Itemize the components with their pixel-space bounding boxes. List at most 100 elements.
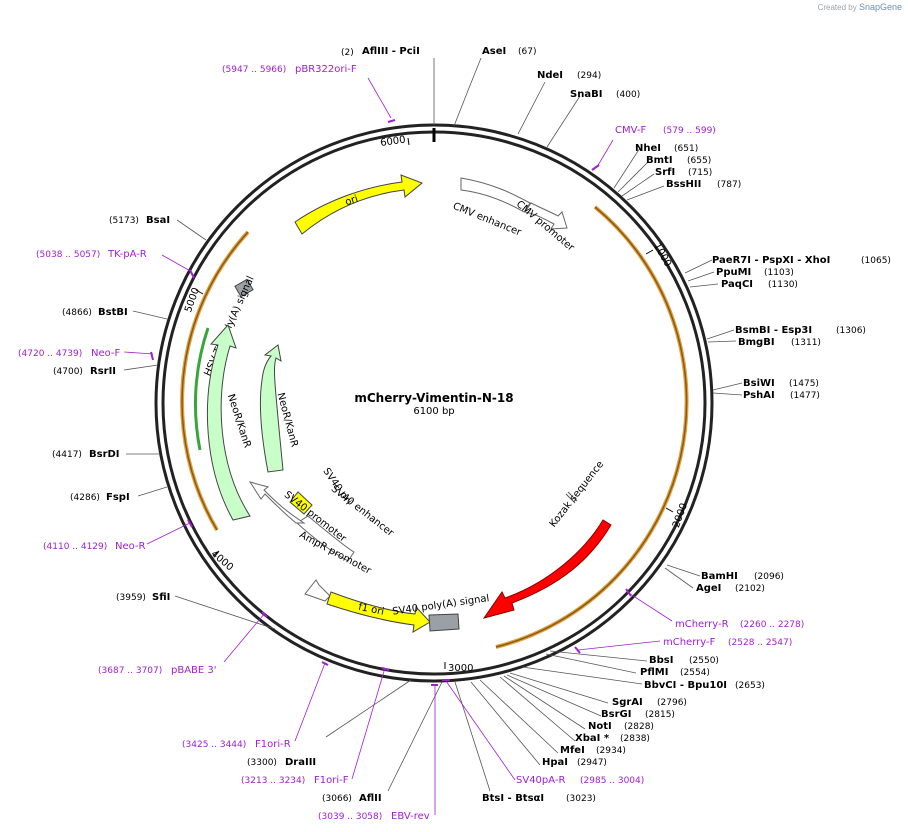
enzyme-bsrGI: BsrGI [601, 709, 631, 720]
enzyme-bsmBI-esp3I: BsmBI - Esp3I [735, 325, 812, 336]
enzyme-bsiWI: BsiWI [743, 378, 775, 389]
feature-ori [294, 174, 423, 235]
enzyme-ndeI: NdeI [537, 70, 563, 81]
primer-pos-mcherry-f: (2528 .. 2547) [728, 638, 792, 648]
enzyme-pos-bsrDI: (4417) [52, 450, 82, 460]
enzyme-xhoI: PaeR7I - PspXI - XhoI [712, 255, 830, 266]
feature-mcherry [482, 519, 612, 619]
enzyme-ageI: AgeI [696, 583, 721, 594]
primer-pos-pbabe3: (3687 .. 3707) [98, 666, 162, 676]
enzyme-pos-xhoI: (1065) [861, 256, 891, 266]
enzyme-bmtI: BmtI [646, 155, 673, 166]
enzyme-btsI: BtsI - BtsαI [482, 793, 544, 804]
enzyme-pos-sfiI: (3959) [116, 593, 146, 603]
primer-ebv-rev: EBV-rev [391, 811, 430, 822]
enzyme-sgrAI: SgrAI [612, 697, 643, 708]
feature-label-cmv-promoter: CMV promoter [514, 199, 577, 254]
enzyme-pos-ageI: (2102) [735, 584, 765, 594]
primer-pos-neo-f: (4720 .. 4739) [18, 349, 82, 359]
enzyme-pos-bsiWI: (1475) [789, 379, 819, 389]
enzyme-pos-snaBI: (400) [616, 90, 640, 100]
enzyme-rsrII: RsrII [90, 366, 116, 377]
enzyme-pos-bmtI: (655) [687, 156, 711, 166]
enzyme-pos-bsaI: (5173) [109, 216, 139, 226]
primer-pos-pbr322ori-f: (5947 .. 5966) [222, 65, 286, 75]
enzyme-pos-rsrII: (4700) [53, 367, 83, 377]
enzyme-pos-bssHII: (787) [717, 180, 741, 190]
primer-cmv-f: CMV-F [615, 125, 646, 136]
primer-pos-ebv-rev: (3039 .. 3058) [318, 812, 382, 822]
feature-neor-inner [259, 344, 284, 473]
neo-orf-arc [193, 327, 210, 451]
enzyme-pshAI: PshAI [743, 390, 775, 401]
primer-pos-f1ori-r: (3425 .. 3444) [182, 740, 246, 750]
enzyme-pos-xbaI: (2838) [620, 734, 650, 744]
enzyme-pos-nheI: (651) [674, 144, 698, 154]
feature-label-sv40-polya: SV40 poly(A) signal [392, 593, 490, 617]
primer-tk-pa-r: TK-pA-R [107, 249, 147, 260]
enzyme-bsaI: BsaI [146, 215, 170, 226]
feature-label-ori: ori [344, 194, 360, 208]
enzyme-paqCI: PaqCI [721, 279, 753, 290]
enzyme-pos-notI: (2828) [624, 722, 654, 732]
enzyme-pos-fspI: (4286) [70, 493, 100, 503]
tick-3000: 3000 [448, 663, 473, 674]
enzyme-pos-paqCI: (1130) [768, 280, 798, 290]
orf-arc-right [495, 205, 689, 649]
enzyme-aseI: AseI [482, 46, 506, 57]
enzyme-labels: (2) AflIII - PciI AseI (67) NdeI (294) S… [52, 46, 891, 804]
enzyme-pos-ndeI: (294) [577, 71, 601, 81]
enzyme-pos-ppuMI: (1103) [764, 268, 794, 278]
enzyme-draIII: DraIII [285, 757, 316, 768]
enzyme-pos-pshAI: (1477) [790, 391, 820, 401]
enzyme-pos-pflMI: (2554) [680, 668, 710, 678]
enzyme-bbvCI-bpu10I: BbvCI - Bpu10I [644, 680, 727, 691]
enzyme-bsrDI: BsrDI [89, 449, 120, 460]
primer-neo-f: Neo-F [91, 348, 121, 359]
enzyme-nheI: NheI [635, 143, 661, 154]
tick-6000: 6000 [380, 135, 407, 149]
enzyme-pos-srfI: (715) [688, 168, 712, 178]
enzyme-pos-bstBI: (4866) [62, 308, 92, 318]
feature-sv40-promoter [296, 515, 355, 562]
enzyme-pos-bmgBI: (1311) [791, 338, 821, 348]
enzyme-pos-aflII: (3066) [322, 794, 352, 804]
snapgene-brand: SnapGene [858, 2, 902, 12]
primer-pos-cmv-f: (579 .. 599) [663, 126, 716, 136]
enzyme-fspI: FspI [106, 492, 130, 503]
enzyme-pos-bsmBI-esp3I: (1306) [836, 326, 866, 336]
enzyme-pos-btsI: (3023) [566, 794, 596, 804]
plasmid-size: 6100 bp [413, 406, 454, 417]
enzyme-pos-bbvCI-bpu10I: (2653) [735, 681, 765, 691]
feature-ampr-promoter [248, 481, 306, 524]
feature-hsv-tk-polya [234, 278, 254, 298]
feature-neor-outer [207, 324, 251, 521]
enzyme-ppuMI: PpuMI [716, 267, 751, 278]
primer-pos-tk-pa-r: (5038 .. 5057) [36, 250, 100, 260]
enzyme-bamHI: BamHI [701, 571, 738, 582]
enzyme-pos-bsrGI: (2815) [645, 710, 675, 720]
enzyme-hpaI: HpaI [542, 757, 568, 768]
feature-sv40-ori [289, 491, 313, 515]
enzyme-pos-bamHI: (2096) [754, 572, 784, 582]
primer-pos-neo-r: (4110 .. 4129) [43, 542, 107, 552]
primer-pbr322ori-f: pBR322ori-F [295, 64, 357, 75]
primer-pos-f1ori-f: (3213 .. 3234) [241, 776, 305, 786]
feature-sv40-polya [428, 613, 460, 632]
enzyme-srfI: SrfI [655, 167, 675, 178]
feature-label-neor-outer: NeoR/KanR [225, 393, 253, 450]
enzyme-pos-mfeI: (2934) [596, 746, 626, 756]
primer-sv40pa-r: SV40pA-R [516, 775, 565, 786]
plasmid-name: mCherry-Vimentin-N-18 [354, 391, 513, 405]
primer-pos-mcherry-r: (2260 .. 2278) [740, 620, 804, 630]
primer-mcherry-f: mCherry-F [663, 637, 716, 648]
enzyme-bstBI: BstBI [98, 307, 128, 318]
enzyme-sfiI: SfiI [152, 592, 170, 603]
enzyme-aflIII-pciI: AflIII - PciI [362, 46, 420, 57]
primer-f1ori-f: F1ori-F [314, 775, 349, 786]
feature-f1-ori [326, 591, 431, 633]
enzyme-pos-sgrAI: (2796) [657, 698, 687, 708]
primer-pos-sv40pa-r: (2985 .. 3004) [580, 776, 644, 786]
enzyme-aflII: AflII [359, 793, 382, 804]
